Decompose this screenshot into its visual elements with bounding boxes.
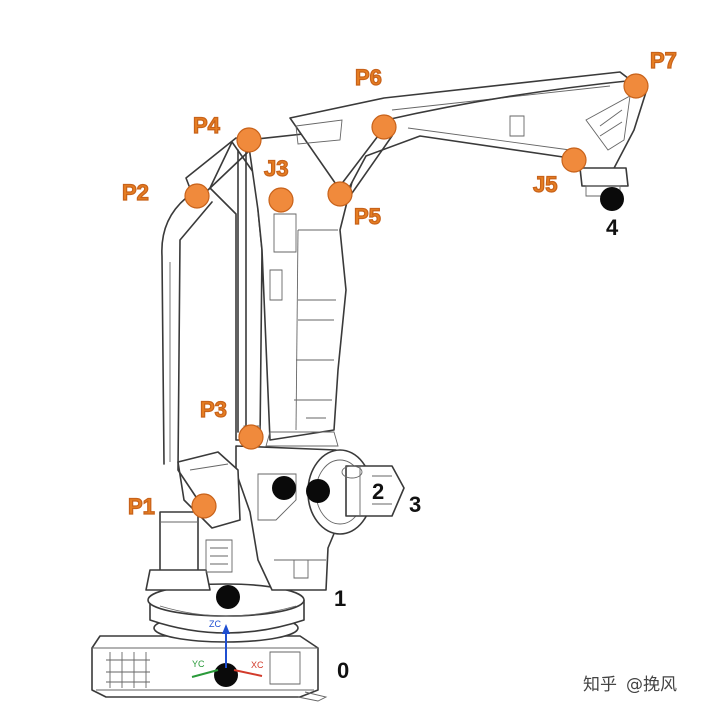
- label-p3: P3: [200, 397, 227, 422]
- frame-points: [214, 187, 624, 687]
- label-j5: J5: [533, 172, 557, 197]
- joint-j3: [268, 187, 294, 213]
- joint-p5: [327, 181, 353, 207]
- label-p4: P4: [193, 113, 221, 138]
- x-axis-label: XC: [251, 660, 264, 670]
- joint-p6: [371, 114, 397, 140]
- joint-p2: [184, 183, 210, 209]
- label-p6: P6: [355, 65, 382, 90]
- rear-link-p1-p2: [161, 197, 213, 501]
- x-axis: [233, 669, 263, 677]
- label-frame-4: 4: [606, 215, 619, 240]
- z-axis-label: ZC: [209, 619, 221, 629]
- frame-point-4: [600, 187, 624, 211]
- watermark-author: @挽风: [626, 675, 677, 695]
- base-axes: ZC XC YC: [191, 619, 264, 678]
- frame-point-0: [214, 663, 238, 687]
- label-p1: P1: [128, 494, 155, 519]
- label-frame-0: 0: [337, 658, 349, 683]
- joints: [184, 73, 649, 519]
- joint-p4: [236, 127, 262, 153]
- joint-p3: [238, 424, 264, 450]
- frame-point-2: [272, 476, 296, 500]
- watermark: 知乎 @挽风: [583, 675, 677, 695]
- joint-p1: [191, 493, 217, 519]
- forearm-boom: [289, 71, 647, 197]
- label-p7: P7: [650, 48, 677, 73]
- joint-j5: [561, 147, 587, 173]
- y-axis: [191, 669, 219, 678]
- frame-point-1: [216, 585, 240, 609]
- label-frame-2: 2: [372, 479, 384, 504]
- joint-p7: [623, 73, 649, 99]
- z-axis-arrowhead: [222, 624, 230, 634]
- label-frame-3: 3: [409, 492, 421, 517]
- label-j3: J3: [264, 156, 288, 181]
- label-p5: P5: [354, 204, 381, 229]
- joint-labels: P1 P2 P3 P4 J3 P5 P6 P7 J5: [121, 47, 677, 519]
- frame-labels: 0 1 2 3 4: [334, 215, 619, 683]
- frame-point-3: [306, 479, 330, 503]
- label-frame-1: 1: [334, 586, 346, 611]
- watermark-site: 知乎: [583, 675, 617, 695]
- label-p2: P2: [122, 180, 149, 205]
- y-axis-label: YC: [192, 659, 205, 669]
- robot-shoulder: [177, 445, 405, 591]
